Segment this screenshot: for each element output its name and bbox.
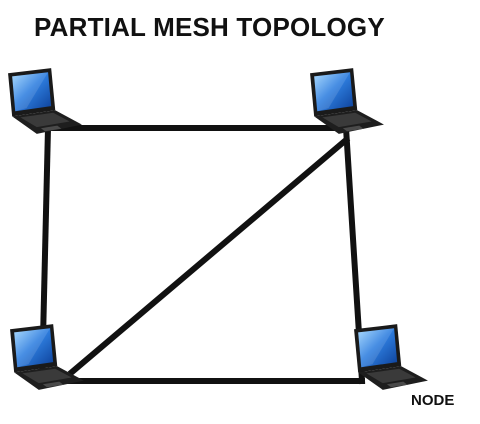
laptop-icon-top-right bbox=[310, 68, 384, 134]
laptop-icon-top-left bbox=[8, 68, 82, 134]
laptop-icon-bottom-left bbox=[10, 324, 84, 390]
nodes-group bbox=[8, 68, 428, 390]
laptop-icon-bottom-right bbox=[354, 324, 428, 390]
node-label: NODE bbox=[411, 392, 455, 409]
links-group bbox=[38, 124, 366, 385]
diagram-title: PARTIAL MESH TOPOLOGY bbox=[34, 12, 385, 42]
link-top-right-to-bottom-left bbox=[67, 135, 351, 377]
